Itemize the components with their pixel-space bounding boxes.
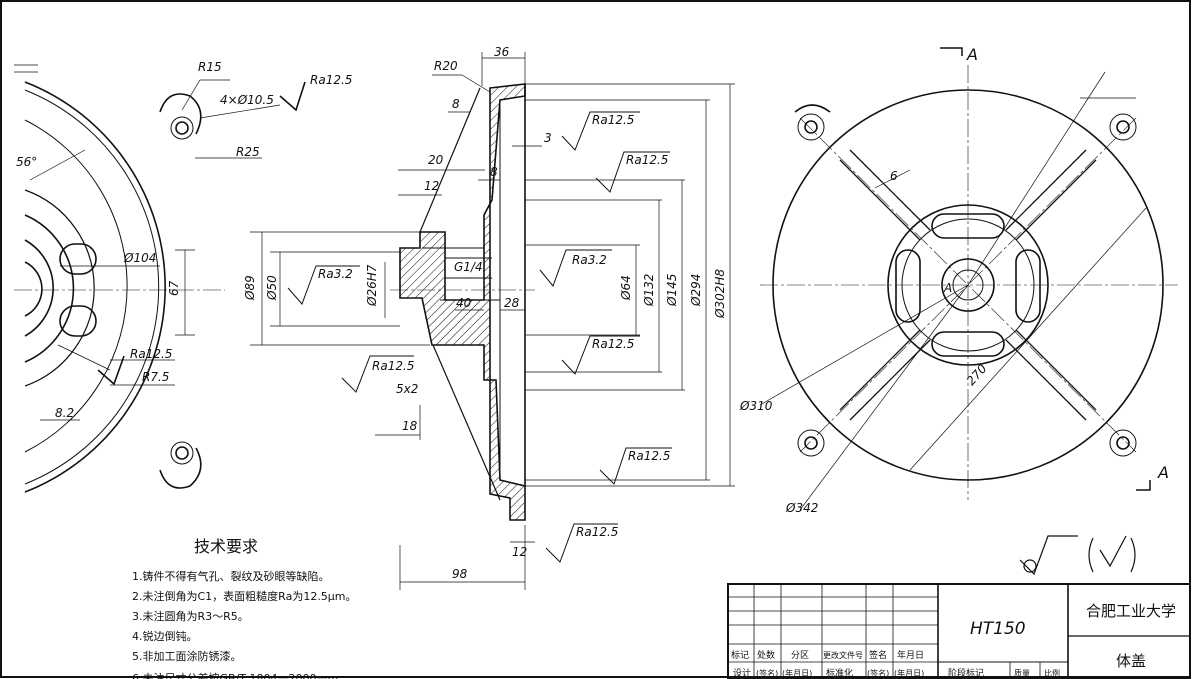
- title-block-text: HT150 合肥工业大学 体盖 标记 处数 分区 更改文件号 签名 年月日 设计…: [731, 602, 1176, 679]
- tb-r2-c7: 阶段标记: [948, 667, 984, 679]
- dim-chamfer: 5x2: [396, 382, 418, 396]
- section-view: [250, 52, 735, 590]
- tb-r2-c1: 设计: [733, 667, 751, 679]
- dim-18: 18: [402, 419, 418, 433]
- dim-12b: 12: [512, 545, 527, 559]
- tech-req-item-4: 4.锐边倒钝。: [132, 629, 198, 643]
- tb-r2-c4: 标准化: [826, 667, 853, 679]
- dim-d310: Ø310: [739, 399, 773, 413]
- dim-12a: 12: [424, 179, 439, 193]
- dim-r75: R7.5: [142, 370, 169, 384]
- tech-req-title: 技术要求: [194, 537, 258, 556]
- dim-r15: R15: [198, 60, 222, 74]
- dim-r25: R25: [236, 145, 260, 159]
- tb-r1-c4: 更改文件号: [823, 650, 863, 660]
- tech-requirements: 技术要求 1.铸件不得有气孔、裂纹及砂眼等缺陷。 2.未注倒角为C1，表面粗糙度…: [132, 537, 357, 679]
- dim-d89: Ø89: [243, 275, 257, 301]
- tech-req-item-1: 1.铸件不得有气孔、裂纹及砂眼等缺陷。: [132, 569, 330, 583]
- dim-82: 8.2: [55, 406, 74, 420]
- ra-holes: Ra12.5: [310, 73, 352, 87]
- ra-low: Ra12.5: [592, 337, 634, 351]
- tech-req-item-6: 6.未注尺寸公差按GB/T 1804—2000—m。: [132, 671, 349, 679]
- tech-req-item-2: 2.未注倒角为C1，表面粗糙度Ra为12.5μm。: [132, 589, 357, 603]
- dim-98: 98: [452, 567, 468, 581]
- section-mark-top: A: [966, 45, 978, 64]
- title-block: [727, 583, 1191, 679]
- dim-d50: Ø50: [265, 275, 279, 301]
- tb-r1-c6: 年月日: [897, 649, 924, 661]
- dim-6: 6: [890, 169, 898, 183]
- dim-d294: Ø294: [689, 274, 703, 307]
- dim-28: 28: [504, 296, 520, 310]
- dim-holes: 4×Ø10.5: [220, 93, 274, 107]
- ra-slot: Ra12.5: [130, 347, 172, 361]
- part-name: 体盖: [1116, 652, 1146, 670]
- dim-d26h7: Ø26H7: [365, 264, 379, 307]
- ra-32a: Ra3.2: [318, 267, 353, 281]
- ra-flange: Ra12.5: [576, 525, 618, 539]
- dim-67: 67: [167, 280, 181, 296]
- dim-8a: 8: [452, 97, 460, 111]
- right-view: [759, 47, 1178, 576]
- tb-r2-c5: (签名): [867, 668, 889, 678]
- material: HT150: [970, 619, 1026, 639]
- tb-r2-c2: (签名): [756, 668, 778, 678]
- dim-d145: Ø145: [665, 274, 679, 307]
- dim-d64: Ø64: [619, 275, 633, 301]
- section-mark-bottom: A: [1157, 463, 1169, 482]
- tb-r1-c3: 分区: [791, 650, 809, 661]
- section-view-labels: R20 36 8 3 Ra12.5 20 8 12 Ra12.5 Ø89 Ø50…: [243, 45, 727, 581]
- dim-r20: R20: [434, 59, 458, 73]
- dim-20: 20: [428, 153, 444, 167]
- dim-8b: 8: [490, 165, 498, 179]
- dim-36: 36: [494, 45, 510, 59]
- dim-40: 40: [456, 296, 472, 310]
- tb-r1-c1: 标记: [731, 649, 749, 661]
- tb-r2-c3: (年月日): [782, 668, 812, 678]
- tb-r1-c2: 处数: [757, 649, 775, 661]
- dim-angle: 56°: [16, 155, 37, 169]
- thread-g14: G1/4: [454, 260, 483, 274]
- dim-d342: Ø342: [785, 501, 818, 515]
- dim-d132: Ø132: [642, 274, 656, 307]
- tech-req-item-3: 3.未注圆角为R3～R5。: [132, 609, 249, 623]
- left-view-labels: R15 4×Ø10.5 Ra12.5 R25 56° Ø104 67 Ra12.…: [16, 60, 352, 420]
- ra-32b: Ra3.2: [572, 253, 607, 267]
- ra-left: Ra12.5: [372, 359, 414, 373]
- left-view: [14, 64, 306, 493]
- section-a-center: A: [943, 281, 952, 295]
- dim-d104: Ø104: [123, 251, 156, 265]
- school-name: 合肥工业大学: [1086, 602, 1176, 620]
- dim-3: 3: [544, 131, 552, 145]
- ra-bottom: Ra12.5: [628, 449, 670, 463]
- tech-req-item-5: 5.非加工面涂防锈漆。: [132, 649, 242, 663]
- ra-mid: Ra12.5: [626, 153, 668, 167]
- tb-r2-c9: 比例: [1044, 668, 1060, 678]
- tb-r1-c5: 签名: [869, 649, 887, 661]
- tb-r2-c8: 质量: [1014, 668, 1030, 678]
- ra-top: Ra12.5: [592, 113, 634, 127]
- dim-d302h8: Ø302H8: [713, 269, 727, 319]
- tb-r2-c6: (年月日): [894, 668, 924, 678]
